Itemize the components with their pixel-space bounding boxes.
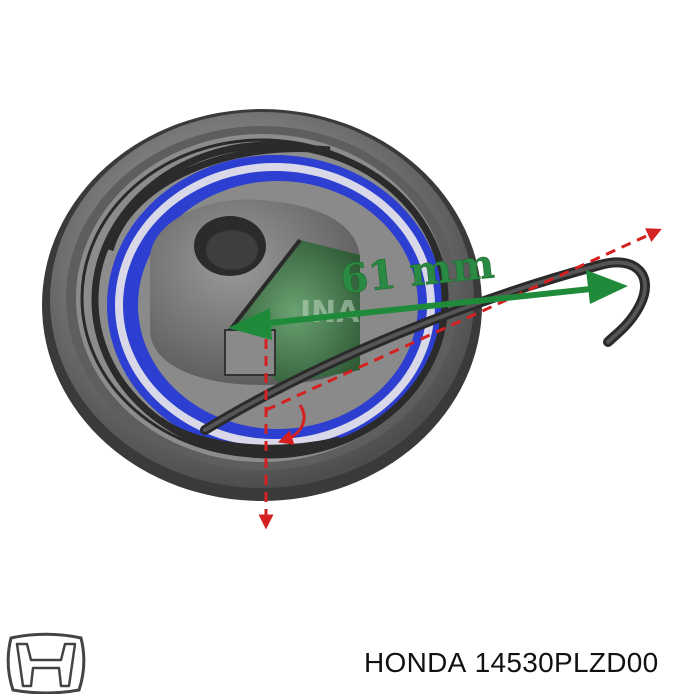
brand-name: HONDA [364, 647, 467, 678]
eccentric-hub: INA [150, 199, 360, 385]
honda-h-logo-icon [6, 632, 86, 694]
measurement-label: 61 mm [338, 240, 496, 303]
red-guide-lines [258, 228, 662, 530]
tension-spring [91, 141, 449, 459]
measurement-arrow [228, 270, 628, 340]
part-number: 14530PLZD00 [474, 647, 659, 678]
